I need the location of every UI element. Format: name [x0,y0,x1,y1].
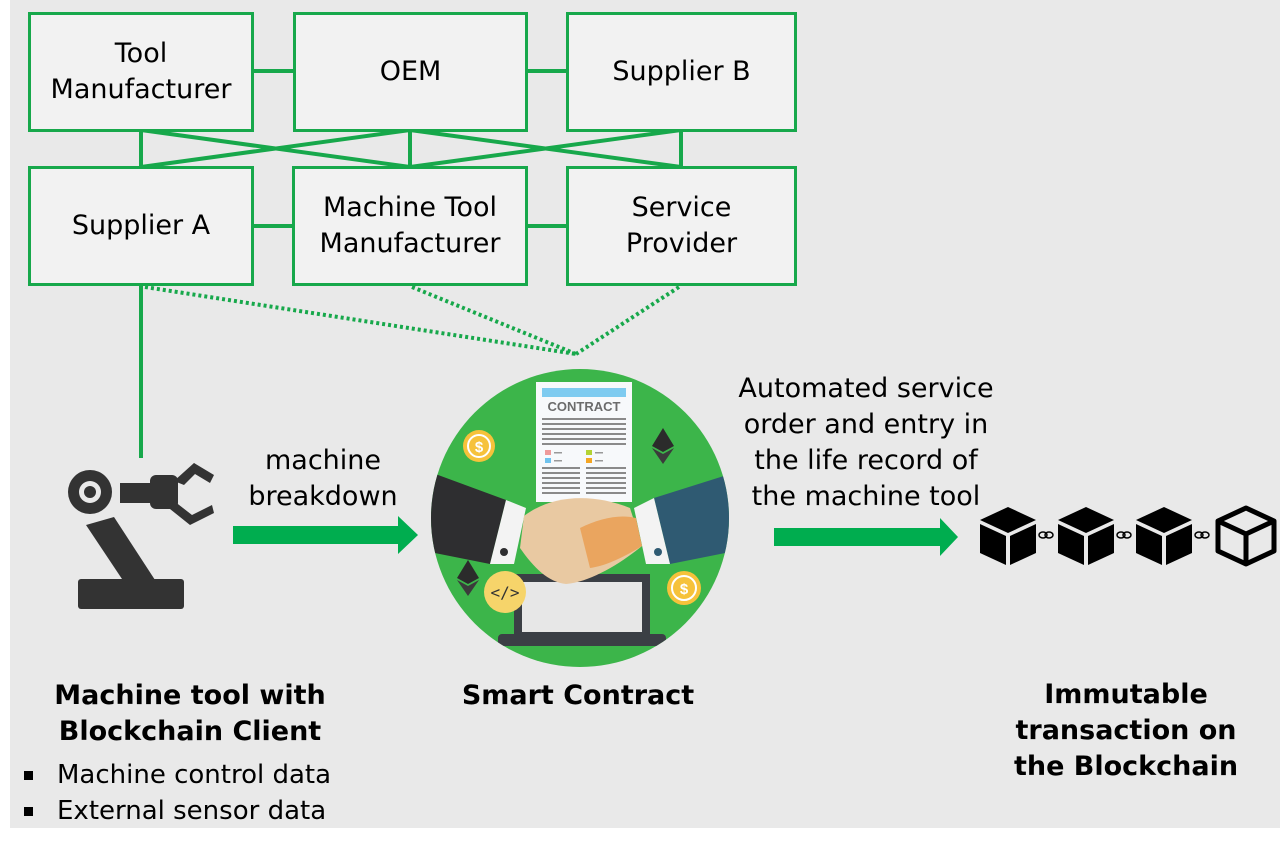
box-supplier-b: Supplier B [566,12,797,132]
machine-caption: Machine tool with Blockchain Client [54,680,326,747]
dotted-link-mtm-contract [411,285,577,356]
block-icon [1058,507,1114,565]
contract-document: CONTRACT [536,382,632,502]
chain-link-icon [1116,531,1132,539]
right-sleeve [654,474,729,564]
block-icon [980,507,1036,565]
box-label: Machine Tool Manufacturer [319,192,501,259]
contract-heading: CONTRACT [548,399,621,414]
box-label: Supplier B [612,56,751,87]
pending-block-icon [1215,505,1277,567]
blockchain-icon [980,505,1277,567]
dotted-link-service-contract [574,285,681,356]
smart-contract-caption: Smart Contract [461,680,695,711]
svg-text:$: $ [475,439,484,456]
ethereum-icon [457,560,479,596]
breakdown-label: machine breakdown [248,445,398,512]
code-icon: </> [484,571,526,613]
block-icon [1136,507,1192,565]
blockchain-caption: Immutable transaction on the Blockchain [1013,679,1239,782]
box-machine-tool-manufacturer: Machine Tool Manufacturer [292,166,528,286]
box-oem: OEM [293,12,528,132]
service-order-label: Automated service order and entry in the… [738,373,994,512]
box-label: OEM [379,56,442,87]
box-label: Service Provider [625,192,738,259]
box-label: Tool Manufacturer [50,38,232,105]
link-suppliera-oem [140,128,411,169]
box-label: Supplier A [71,210,211,241]
svg-text:$: $ [680,581,689,598]
chain-link-icon [1194,531,1210,539]
breakdown-arrow [233,516,418,554]
box-supplier-a: Supplier A [28,166,254,286]
chain-link-icon [1038,531,1054,539]
coin-icon: $ [463,430,495,462]
list-item: External sensor data [22,793,331,829]
box-tool-manufacturer: Tool Manufacturer [28,12,254,132]
ethereum-icon [652,428,674,464]
dotted-link-suppliera-contract [144,285,577,356]
robot-arm-icon [68,463,214,609]
smart-contract-illustration: CONTRACT [431,369,729,667]
list-item: Machine control data [22,757,331,793]
laptop-icon [514,574,650,640]
link-mtm-supplierb [409,128,682,169]
left-sleeve [431,472,506,564]
coin-icon: $ [667,571,701,605]
svg-text:</>: </> [491,583,520,602]
box-service-provider: Service Provider [566,166,797,286]
service-order-arrow [774,518,958,556]
machine-data-list: Machine control data External sensor dat… [22,757,331,829]
